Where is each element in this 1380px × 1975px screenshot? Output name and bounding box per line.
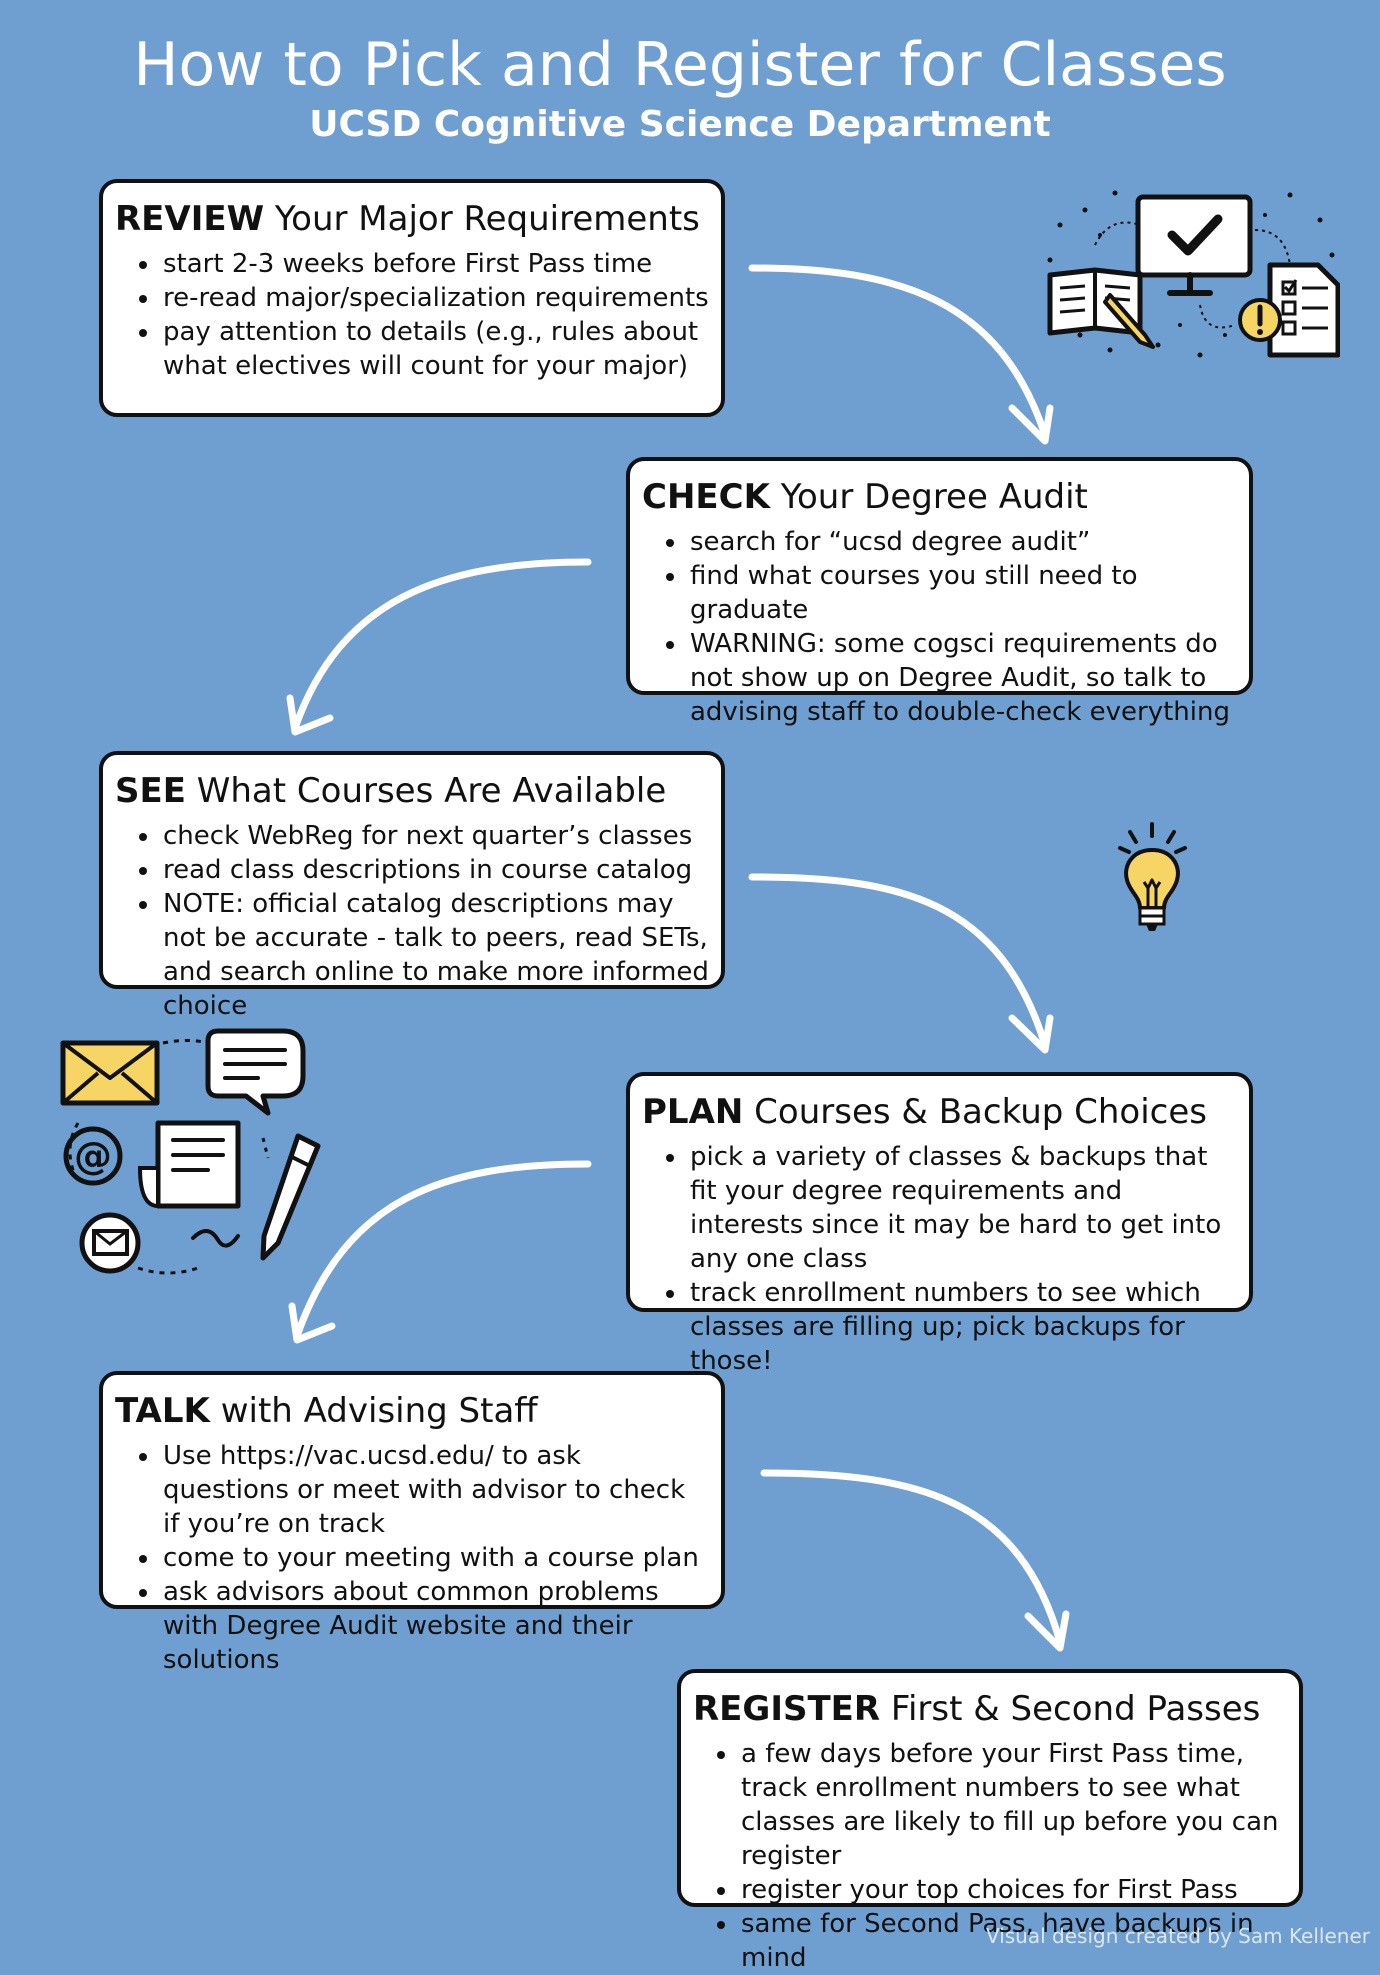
step-talk-keyword: TALK [115, 1391, 210, 1431]
step-talk-bullet: come to your meeting with a course plan [161, 1541, 709, 1575]
step-check-bullet: WARNING: some cogsci requirements do not… [688, 627, 1237, 729]
step-check-bullet: find what courses you still need to grad… [688, 559, 1237, 627]
step-plan-heading: PLAN Courses & Backup Choices [642, 1092, 1237, 1132]
page-subtitle: UCSD Cognitive Science Department [309, 104, 1051, 145]
step-talk-heading: TALK with Advising Staff [115, 1391, 709, 1431]
step-register-bullet: same for Second Pass, have backups in mi… [739, 1907, 1287, 1975]
step-check-keyword: CHECK [642, 477, 770, 517]
step-review-list: start 2-3 weeks before First Pass time r… [115, 247, 709, 383]
step-check-heading: CHECK Your Degree Audit [642, 477, 1237, 517]
step-register-bullet: a few days before your First Pass time, … [739, 1737, 1287, 1873]
step-plan-title: Courses & Backup Choices [743, 1092, 1208, 1132]
page-title: How to Pick and Register for Classes [133, 30, 1227, 100]
arrow-talk-to-register [760, 1469, 1070, 1652]
step-plan-bullet: pick a variety of classes & backups that… [688, 1140, 1237, 1276]
step-register-bullet: register your top choices for First Pass [739, 1873, 1287, 1907]
communication-icon: @ [60, 1028, 321, 1275]
step-plan-keyword: PLAN [642, 1092, 744, 1132]
arrow-review-to-check [748, 264, 1054, 445]
step-register-box: REGISTER First & Second Passes a few day… [677, 1669, 1303, 1973]
step-see-bullet: NOTE: official catalog descriptions may … [161, 887, 709, 1023]
step-register-keyword: REGISTER [693, 1689, 881, 1729]
design-credit: Visual design created by Sam Kellener [985, 1924, 1370, 1948]
step-see-bullet: read class descriptions in course catalo… [161, 853, 709, 887]
lightbulb-icon [1118, 822, 1187, 931]
step-talk-list: Use https://vac.ucsd.edu/ to ask questio… [115, 1439, 709, 1677]
step-review-title: Your Major Requirements [264, 199, 700, 239]
svg-text:@: @ [74, 1134, 112, 1178]
step-register-heading: REGISTER First & Second Passes [693, 1689, 1287, 1729]
arrow-check-to-see [286, 558, 592, 736]
arrow-see-to-plan [748, 873, 1054, 1054]
step-register-list: a few days before your First Pass time, … [693, 1737, 1287, 1975]
step-review-keyword: REVIEW [115, 199, 265, 239]
step-see-bullet: check WebReg for next quarter’s classes [161, 819, 709, 853]
step-talk-bullet: Use https://vac.ucsd.edu/ to ask questio… [161, 1439, 709, 1541]
step-review-heading: REVIEW Your Major Requirements [115, 199, 709, 239]
step-see-box: SEE What Courses Are Available check Web… [99, 751, 725, 1021]
step-review-bullet: re-read major/specialization requirement… [161, 281, 709, 315]
step-plan-list: pick a variety of classes & backups that… [642, 1140, 1237, 1378]
step-check-box: CHECK Your Degree Audit search for “ucsd… [626, 457, 1253, 727]
step-see-keyword: SEE [115, 771, 186, 811]
step-plan-bullet: track enrollment numbers to see which cl… [688, 1276, 1237, 1378]
step-see-title: What Courses Are Available [185, 771, 667, 811]
step-review-bullet: start 2-3 weeks before First Pass time [161, 247, 709, 281]
step-register-title: First & Second Passes [880, 1689, 1261, 1729]
step-talk-bullet: ask advisors about common problems with … [161, 1575, 709, 1677]
step-plan-box: PLAN Courses & Backup Choices pick a var… [626, 1072, 1253, 1376]
step-check-title: Your Degree Audit [769, 477, 1088, 517]
step-check-bullet: search for “ucsd degree audit” [688, 525, 1237, 559]
step-talk-box: TALK with Advising Staff Use https://vac… [99, 1371, 725, 1675]
checklist-monitor-icon [1047, 190, 1340, 358]
step-review-bullet: pay attention to details (e.g., rules ab… [161, 315, 709, 383]
step-see-list: check WebReg for next quarter’s classes … [115, 819, 709, 1023]
step-check-list: search for “ucsd degree audit” find what… [642, 525, 1237, 729]
step-talk-title: with Advising Staff [209, 1391, 538, 1431]
step-review-box: REVIEW Your Major Requirements start 2-3… [99, 179, 725, 417]
step-see-heading: SEE What Courses Are Available [115, 771, 709, 811]
